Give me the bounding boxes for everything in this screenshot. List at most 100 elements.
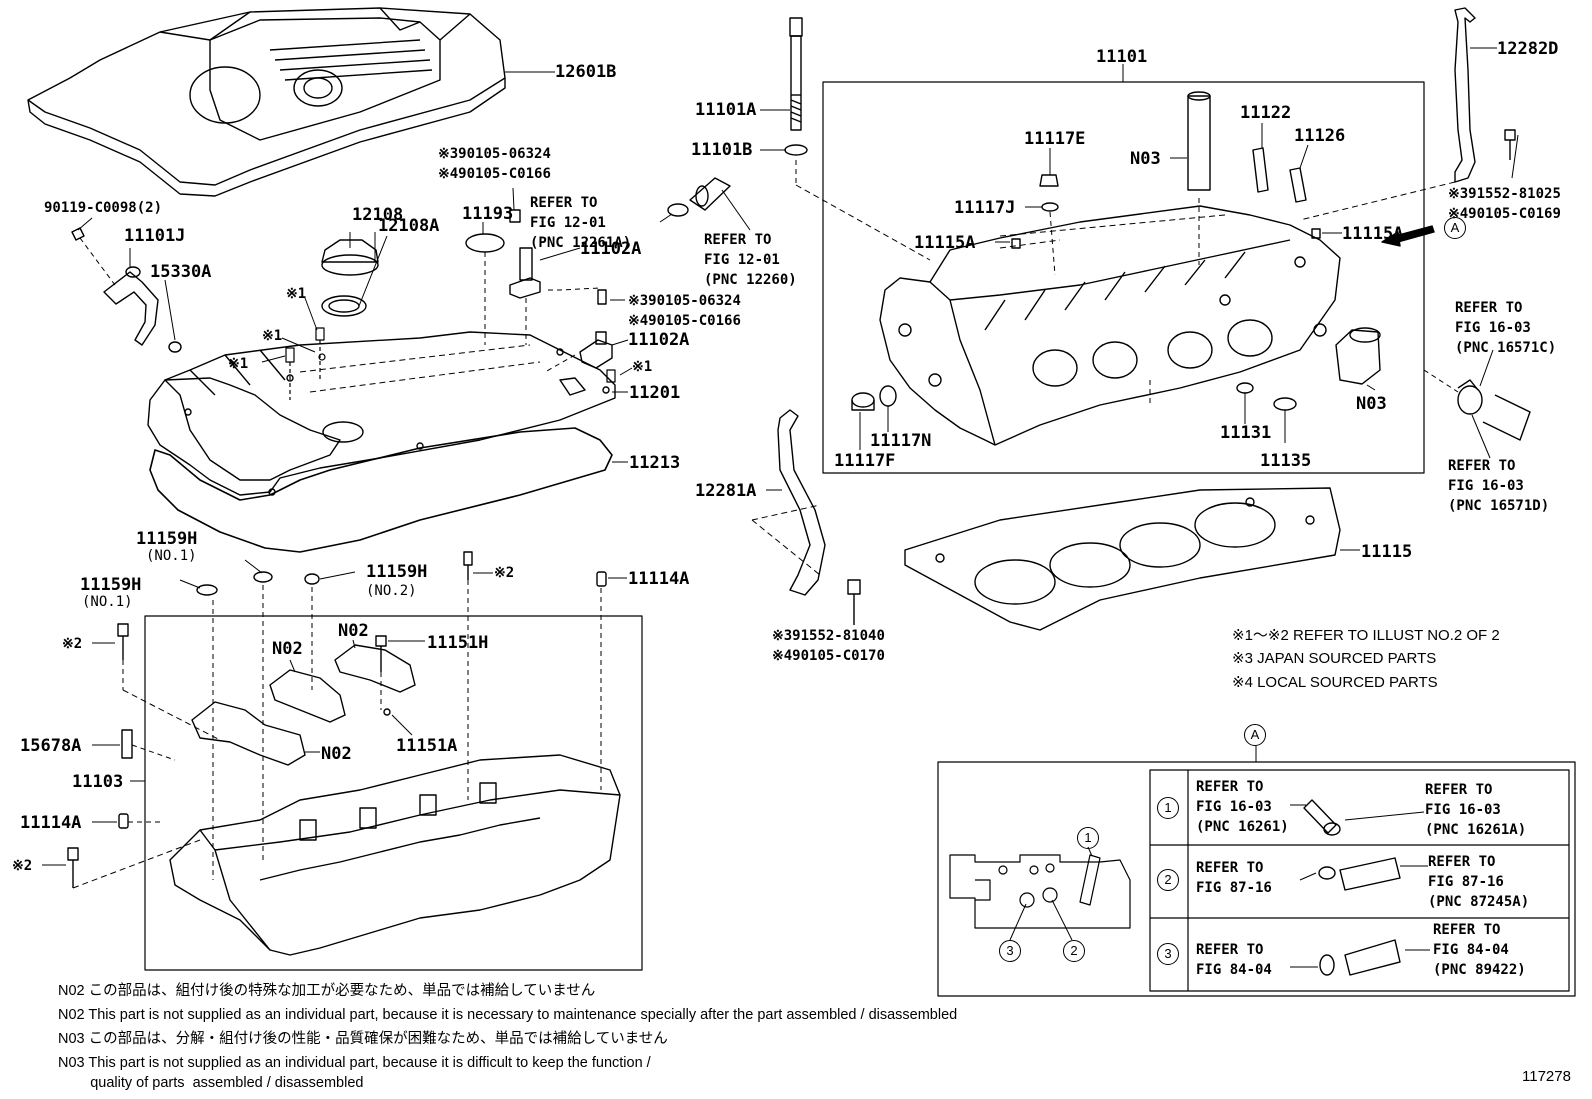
seal-11193-drawing [465,233,505,253]
label-391552-81040: ※391552-81040 [772,628,885,644]
bracket-12282D-drawing [1454,7,1516,183]
detail-row-2-number: 2 [1157,869,1179,891]
head-gasket-drawing [904,487,1341,631]
detail-row-1-left: REFER TO FIG 16-03 (PNC 16261) [1196,779,1289,835]
label-11126: 11126 [1294,126,1346,146]
view-a-marker: A [1444,217,1466,239]
label-15330A: 15330A [150,262,212,282]
label-11159H-no1-top-sub: (NO.1) [146,548,197,564]
label-11117J: 11117J [954,198,1016,218]
label-N03-top: N03 [1130,149,1161,169]
label-11159H-no1-left: 11159H [80,575,142,595]
label-11101B: 11101B [691,140,753,160]
label-11114A-lower: 11114A [20,813,82,833]
legend-line-2: ※3 JAPAN SOURCED PARTS [1232,650,1437,667]
label-N02-b: N02 [338,621,369,641]
detail-row-3-number: 3 [1157,943,1179,965]
label-391552-81025: ※391552-81025 [1448,186,1561,202]
cylinder-head-drawing [879,205,1341,446]
label-11135: 11135 [1260,451,1312,471]
legend-line-3: ※4 LOCAL SOURCED PARTS [1232,674,1438,691]
oil-filler-cap-drawing [321,239,379,317]
refer-fig-16-03-pnc-16571c: REFER TO FIG 16-03 (PNC 16571C) [1455,300,1557,356]
label-11122: 11122 [1240,103,1292,123]
label-11159H-no2: 11159H [366,562,428,582]
bearing-caps-drawing [191,644,416,766]
label-11159H-no2-sub: (NO.2) [366,583,417,599]
cam-sensor-lower-drawing [544,289,613,373]
label-90119-C0098: 90119-C0098(2) [44,200,163,216]
engine-cover-drawing [27,7,506,197]
label-11101A: 11101A [695,100,757,120]
label-11101: 11101 [1096,47,1148,67]
label-390105-06324-top: ※390105-06324 [438,146,551,162]
label-390105-06324-mid: ※390105-06324 [628,293,741,309]
label-note1-c: ※1 [228,356,249,372]
figure-id: 117278 [1522,1068,1571,1085]
label-11117N: 11117N [870,431,932,451]
head-bolt-drawing [784,17,808,185]
label-11213: 11213 [629,453,681,473]
label-note2-stud: ※2 [494,565,515,581]
label-12282D: 12282D [1497,39,1559,59]
label-11159H-no1-left-sub: (NO.1) [82,594,133,610]
refer-fig-12-01-pnc-12260: REFER TO FIG 12-01 (PNC 12260) [704,232,797,288]
label-11201: 11201 [629,383,681,403]
n03-tube-drawing [1187,95,1211,191]
label-11193: 11193 [462,204,514,224]
label-490105-C0170: ※490105-C0170 [772,648,885,664]
detail-a-marker: A [1244,724,1266,746]
label-note2-bolt-top: ※2 [62,636,83,652]
label-N02-a: N02 [272,639,303,659]
label-11103: 11103 [72,772,124,792]
label-11115A-right: 11115A [1342,224,1404,244]
oil-control-valve-drawing [71,227,182,353]
label-11102A-lower: 11102A [628,330,690,350]
footnote-n02-en: N02 This part is not supplied as an indi… [58,1007,958,1023]
detail-row-3-right: REFER TO FIG 84-04 (PNC 89422) [1433,922,1526,978]
label-490105-C0169: ※490105-C0169 [1448,206,1561,222]
water-hose-drawing [1457,379,1531,441]
footnote-n03-en-cont: quality of parts assembled / disassemble… [58,1075,364,1091]
detail-a-table-frame [1149,769,1570,992]
label-11151A: 11151A [396,736,458,756]
camshaft-housing-frame [144,615,643,971]
label-N02-c: N02 [321,744,352,764]
cam-sensor-upper-drawing [509,209,541,345]
detail-row-1-right: REFER TO FIG 16-03 (PNC 16261A) [1425,782,1527,838]
label-note1-a: ※1 [286,286,307,302]
footnote-n03-ja: N03 この部品は、分解・組付け後の性能・品質確保が困難なため、単品では補給して… [58,1031,668,1047]
refer-fig-12-01-pnc-12261a: REFER TO FIG 12-01 (PNC 12261A) [530,195,632,251]
label-490105-C0166-top: ※490105-C0166 [438,166,551,182]
detail-callout-1: 1 [1077,827,1099,849]
bracket-12281A-drawing [777,409,861,625]
label-11117E: 11117E [1024,129,1086,149]
detail-row-2-left: REFER TO FIG 87-16 [1196,860,1272,896]
label-12108A: 12108A [378,216,440,236]
head-cover-drawing [147,331,616,496]
detail-callout-3: 3 [999,940,1021,962]
footnote-n02-ja: N02 この部品は、組付け後の特殊な加工が必要なため、単品では補給していません [58,983,596,999]
camshaft-housing-drawing [169,754,621,956]
detail-callout-2: 2 [1063,940,1085,962]
label-note1-b: ※1 [262,328,283,344]
detail-row-2-right: REFER TO FIG 87-16 (PNC 87245A) [1428,854,1530,910]
label-12108: 12108 [352,205,404,225]
label-12601B: 12601B [555,62,617,82]
label-11101J: 11101J [124,226,186,246]
label-11115: 11115 [1361,542,1413,562]
detail-row-1-number: 1 [1157,797,1179,819]
label-note2-bolt-lower: ※2 [12,858,33,874]
legend-line-1: ※1～※2 REFER TO ILLUST NO.2 OF 2 [1232,627,1500,644]
refer-fig-16-03-pnc-16571d: REFER TO FIG 16-03 (PNC 16571D) [1448,458,1550,514]
head-cover-gasket-drawing [149,427,613,553]
label-15678A: 15678A [20,736,82,756]
label-11151H: 11151H [427,633,489,653]
label-11117F: 11117F [834,451,896,471]
label-11159H-no1-top: 11159H [136,529,198,549]
cover-bolts-drawing [285,327,616,400]
label-490105-C0166-mid: ※490105-C0166 [628,313,741,329]
n03-sleeve-drawing [1335,327,1381,385]
label-11115A-left: 11115A [914,233,976,253]
